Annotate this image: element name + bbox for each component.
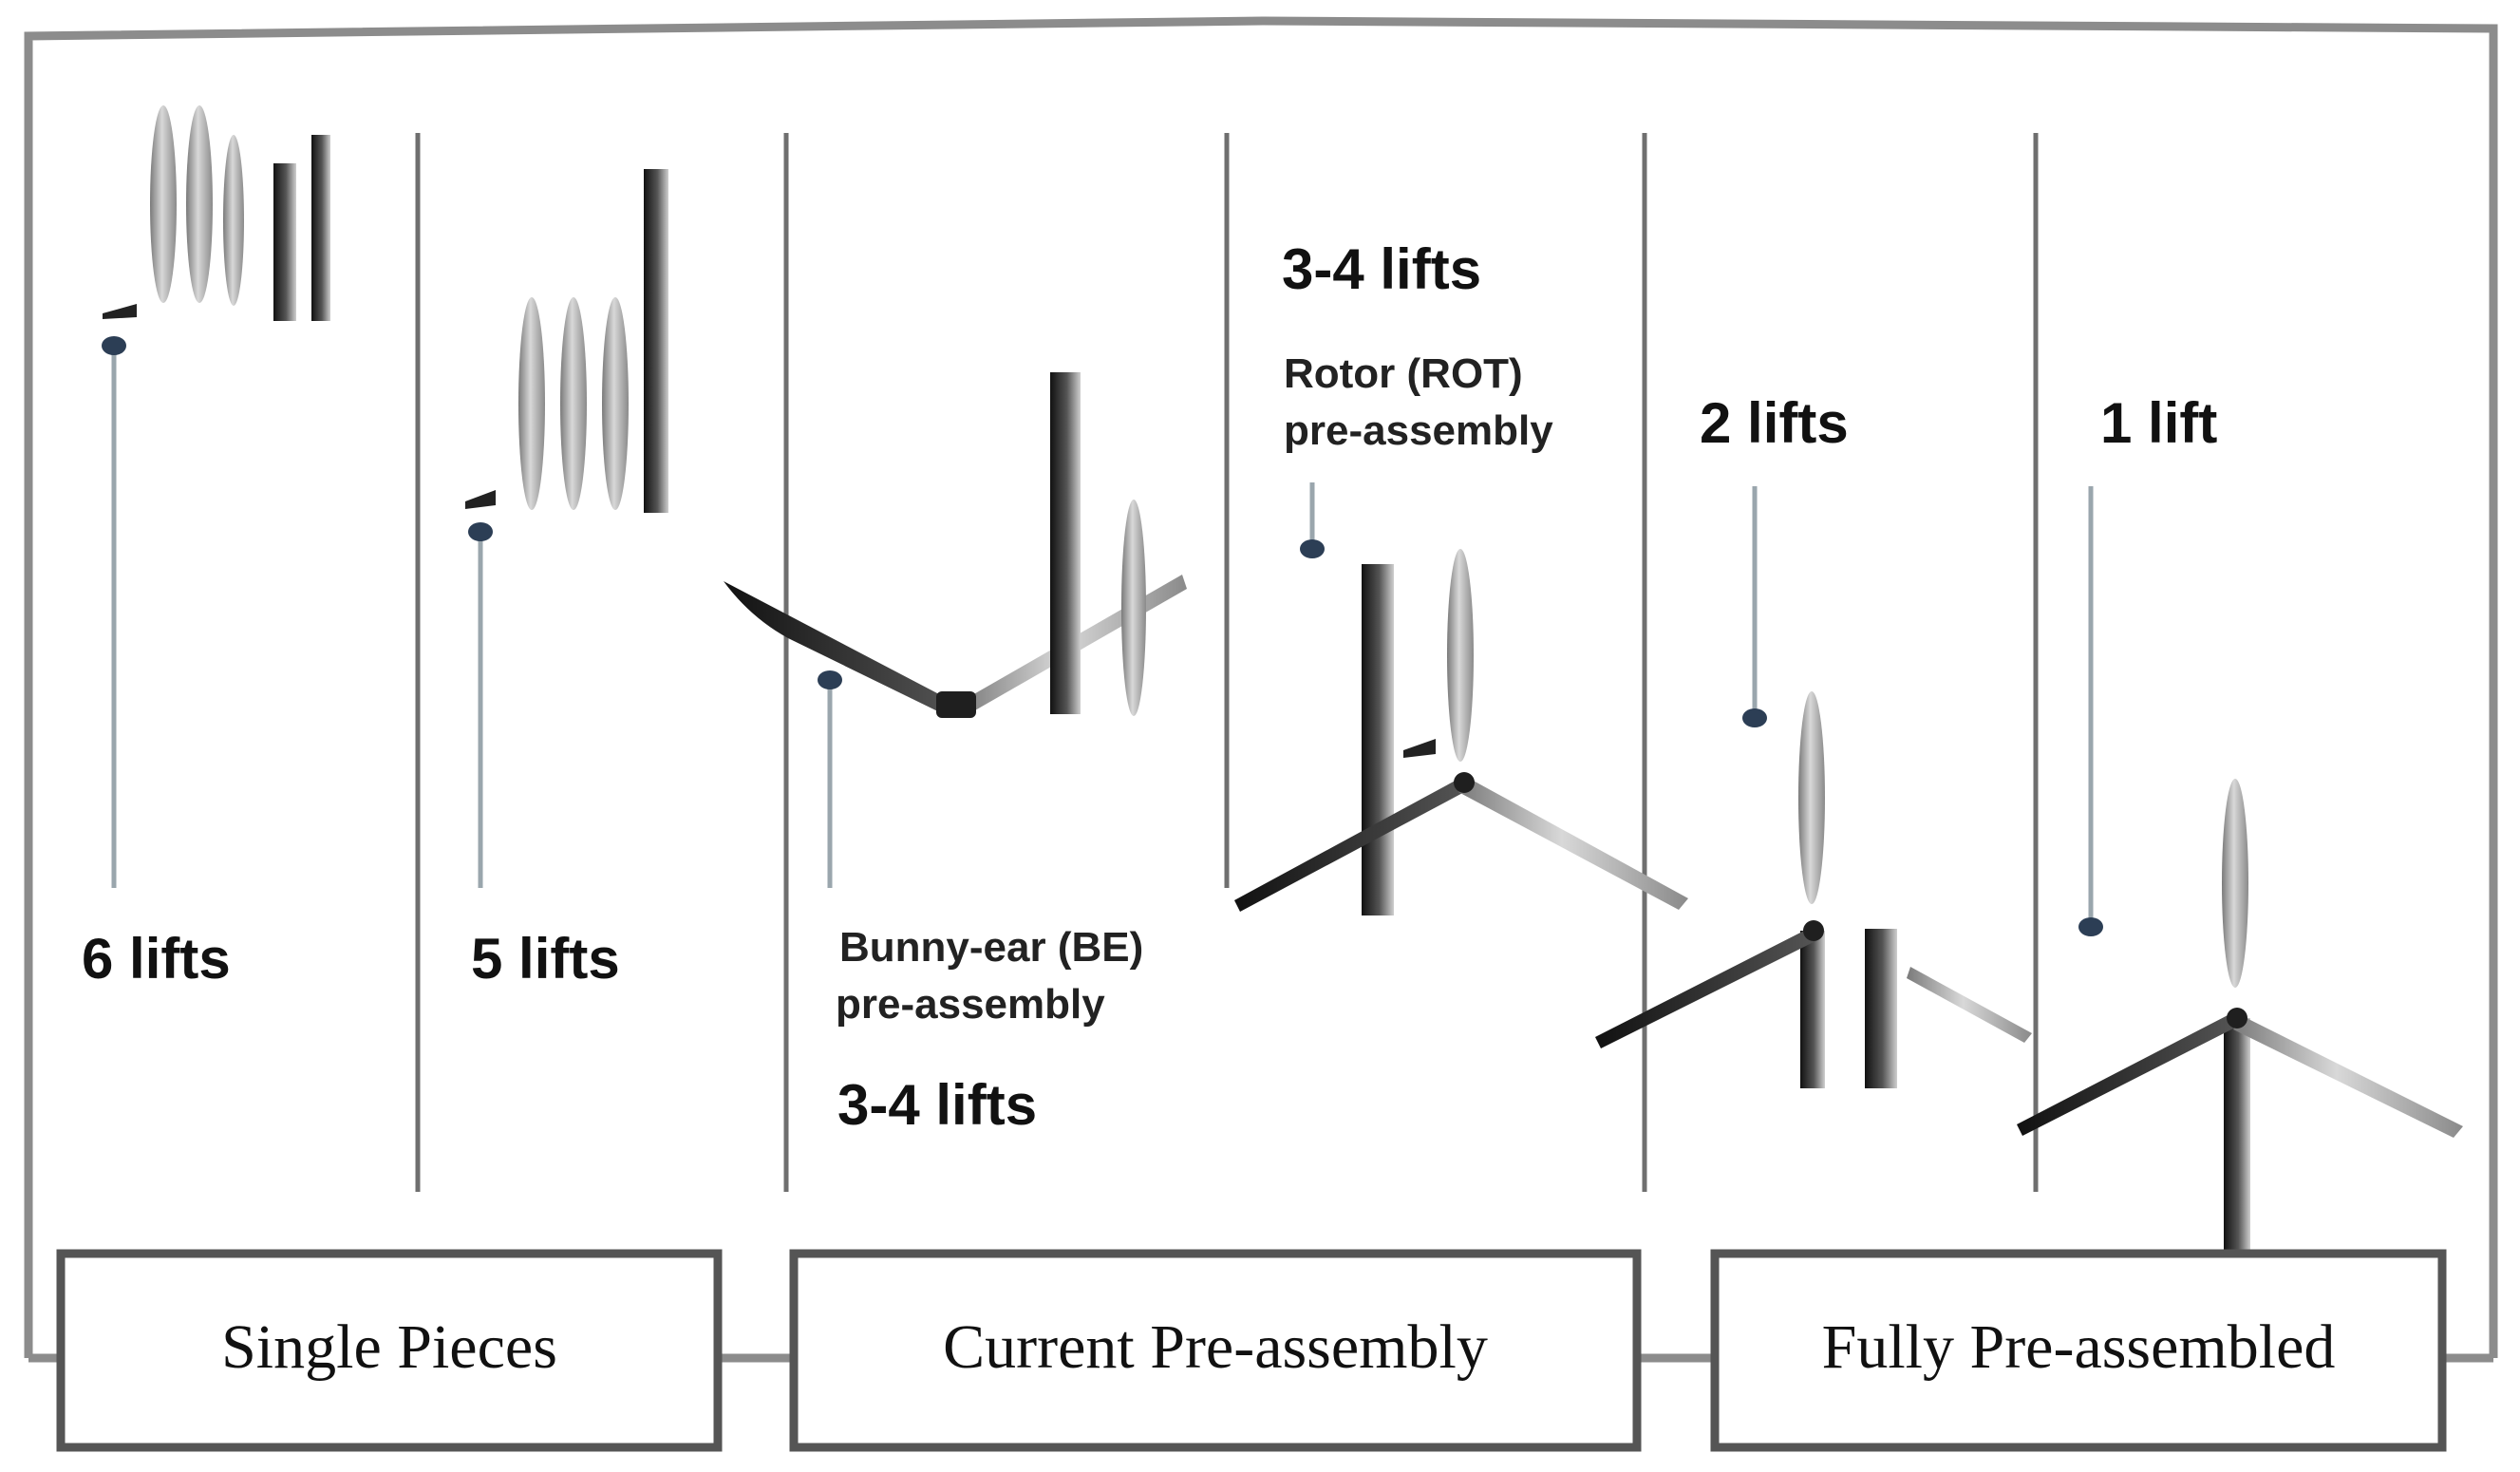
hub-icon [2227, 1008, 2247, 1029]
blade-icon [2017, 1012, 2239, 1136]
stage-single-6-lifts: 6 lifts [82, 105, 330, 991]
tower-icon [311, 135, 330, 321]
tower-icon [1050, 372, 1081, 714]
blade-icon [1595, 927, 1817, 1048]
tower-icon [2224, 1018, 2250, 1254]
category-label: Single Pieces [221, 1312, 557, 1382]
blade-icon [1447, 549, 1474, 762]
tower-icon [1362, 564, 1394, 915]
stage-2-lifts-label: 5 lifts [471, 927, 620, 991]
stage-single-5-lifts: 5 lifts [465, 169, 668, 991]
tower-icon [1865, 929, 1897, 1088]
lift-point-icon [1742, 708, 1767, 727]
rotor-label-line-2: pre-assembly [1284, 407, 1553, 454]
blade-icon [2233, 1016, 2463, 1138]
nacelle-icon [1403, 739, 1436, 758]
tower-icon [644, 169, 668, 513]
category-box [1710, 1249, 2447, 1452]
blade-icon [724, 581, 959, 718]
category-single-pieces: Single Pieces [56, 1249, 723, 1452]
stage-4-lifts-label: 3-4 lifts [1282, 237, 1481, 301]
nacelle-icon [103, 304, 137, 319]
nacelle-icon [465, 490, 496, 509]
stage-rotor: 3-4 lifts Rotor (ROT) pre-assembly [1234, 237, 1688, 915]
stage-bunny-ear: Bunny-ear (BE) pre-assembly 3-4 lifts [724, 372, 1187, 1137]
blade-icon [602, 297, 629, 510]
category-label: Current Pre-assembly [943, 1312, 1488, 1382]
hub-icon [1803, 920, 1824, 941]
category-current-pre-assembly: Current Pre-assembly [789, 1249, 1642, 1452]
hub-icon [936, 691, 976, 718]
lift-point-icon [102, 336, 126, 355]
blade-icon [150, 105, 177, 303]
hub-icon [1454, 772, 1475, 793]
category-box [56, 1249, 723, 1452]
blade-icon [186, 105, 213, 303]
category-box [789, 1249, 1642, 1452]
stage-3-lifts-label: 3-4 lifts [837, 1073, 1037, 1137]
blade-icon [1458, 779, 1688, 910]
rotor-label-line-1: Rotor (ROT) [1284, 350, 1523, 397]
stage-2-lifts: 2 lifts [1595, 391, 2032, 1088]
category-fully-pre-assembled: Fully Pre-assembled [1710, 1249, 2447, 1452]
lift-point-icon [468, 522, 493, 541]
stage-6-lifts-label: 1 lift [2100, 391, 2217, 455]
category-label: Fully Pre-assembled [1822, 1312, 2336, 1382]
blade-icon [1121, 500, 1146, 716]
blade-icon [518, 297, 545, 510]
bunny-ear-label-line-2: pre-assembly [836, 981, 1105, 1028]
tower-icon [1800, 931, 1825, 1088]
bunny-ear-label-line-1: Bunny-ear (BE) [839, 924, 1143, 971]
stage-1-lifts-label: 6 lifts [82, 927, 231, 991]
blade-icon [223, 135, 244, 306]
blade-icon [1798, 691, 1825, 904]
lift-point-icon [2078, 917, 2103, 936]
blade-icon [560, 297, 587, 510]
blade-icon [1234, 777, 1468, 912]
blade-icon [1907, 967, 2032, 1043]
outer-frame [24, 16, 2498, 1358]
stage-1-lift: 1 lift [2017, 391, 2463, 1254]
blade-icon [2222, 779, 2248, 988]
tower-icon [273, 163, 296, 321]
stage-5-lifts-label: 2 lifts [1700, 391, 1849, 455]
lift-point-icon [1300, 539, 1325, 558]
lift-point-icon [818, 670, 842, 689]
